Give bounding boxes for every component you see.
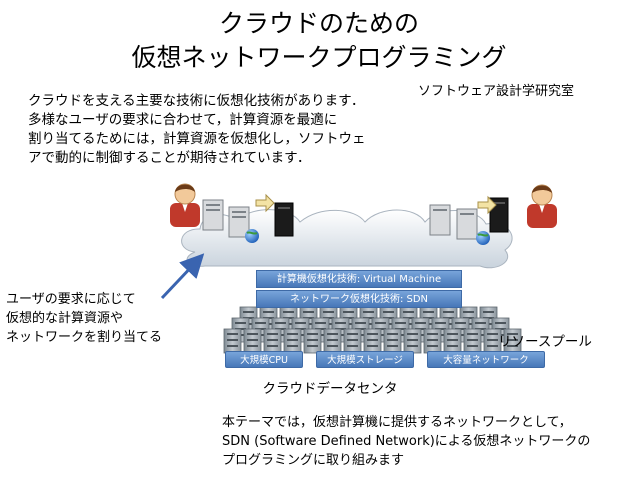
rack-server-icon (223, 306, 522, 354)
rack-slot (375, 322, 386, 324)
rack-slot (267, 339, 278, 341)
rack-slot (367, 333, 378, 335)
rack-slot (383, 311, 394, 313)
rack-slot (263, 311, 274, 313)
rack-slot (307, 333, 318, 335)
rack-slot (367, 339, 378, 341)
rack-slot (507, 339, 518, 341)
rack-slot (227, 339, 238, 341)
datacenter-label: クラウドデータセンタ (262, 381, 398, 397)
rack-slot (303, 311, 314, 313)
user-icon (170, 183, 200, 227)
rack-slot (247, 333, 258, 335)
user-icon (527, 184, 557, 228)
rack-slot (347, 339, 358, 341)
rack-slot (327, 345, 338, 347)
rack-slot (447, 333, 458, 335)
rack-slot (267, 333, 278, 335)
rack-slot (387, 339, 398, 341)
rack-slot (475, 322, 486, 324)
rack-slot (447, 339, 458, 341)
allocation-arrow (160, 253, 205, 300)
arrow-icon (255, 193, 275, 213)
rack-slot (227, 333, 238, 335)
rack-slot (355, 322, 366, 324)
rack-slot (395, 322, 406, 324)
rack-slot (447, 345, 458, 347)
cap-cpu: 大規模CPU (225, 351, 303, 368)
rack-slot (415, 322, 426, 324)
rack-slot (487, 339, 498, 341)
rack-slot (307, 339, 318, 341)
title-line-1: クラウドのための (218, 9, 419, 38)
rack-slot (255, 322, 266, 324)
rack-slot (427, 339, 438, 341)
rack-slot (507, 333, 518, 335)
rack-slot (463, 311, 474, 313)
resource-pool-label: リソースプール (498, 334, 592, 350)
intro-text: クラウドを支える主要な技術に仮想化技術があります． 多様なユーザの要求に合わせて… (28, 93, 366, 166)
rack-slot (347, 333, 358, 335)
rack-slot (427, 333, 438, 335)
conclusion-text: 本テーマでは，仮想計算機に提供するネットワークとして， SDN (Softwar… (222, 415, 591, 468)
globe-icon (245, 229, 259, 243)
rack-slot (323, 311, 334, 313)
rack-slot (407, 339, 418, 341)
rack-slot (283, 311, 294, 313)
rack-slot (287, 333, 298, 335)
layer-vm: 計算機仮想化技術: Virtual Machine (256, 270, 462, 288)
rack-slot (443, 311, 454, 313)
server-icon (202, 199, 294, 238)
rack-slot (307, 345, 318, 347)
rack-slot (467, 339, 478, 341)
rack-slot (487, 333, 498, 335)
rack-slot (363, 311, 374, 313)
rack-slot (423, 311, 434, 313)
side-note: ユーザの要求に応じて 仮想的な計算資源や ネットワークを割り当てる (6, 292, 163, 345)
rack-slot (235, 322, 246, 324)
rack-slot (487, 345, 498, 347)
rack-slot (267, 345, 278, 347)
rack-slot (343, 311, 354, 313)
lab-name: ソフトウェア設計学研究室 (418, 84, 575, 99)
rack-slot (327, 339, 338, 341)
rack-slot (287, 339, 298, 341)
globe-icon (476, 231, 490, 245)
rack-slot (495, 322, 506, 324)
rack-slot (347, 345, 358, 347)
rack-slot (327, 333, 338, 335)
rack-slot (335, 322, 346, 324)
rack-slot (387, 345, 398, 347)
rack-slot (467, 333, 478, 335)
rack-slot (315, 322, 326, 324)
rack-slot (435, 322, 446, 324)
rack-slot (407, 333, 418, 335)
rack-slot (367, 345, 378, 347)
rack-slot (483, 311, 494, 313)
cap-storage: 大規模ストレージ (316, 351, 414, 368)
rack-slot (243, 311, 254, 313)
rack-slot (467, 345, 478, 347)
rack-slot (287, 345, 298, 347)
layer-sdn: ネットワーク仮想化技術: SDN (256, 290, 462, 308)
rack-slot (227, 345, 238, 347)
cap-network: 大容量ネットワーク (427, 351, 545, 368)
rack-slot (403, 311, 414, 313)
rack-slot (275, 322, 286, 324)
title-line-2: 仮想ネットワークプログラミング (131, 43, 507, 72)
rack-slot (507, 345, 518, 347)
rack-slot (407, 345, 418, 347)
rack-slot (455, 322, 466, 324)
rack-slot (295, 322, 306, 324)
rack-slot (387, 333, 398, 335)
arrow-icon (477, 195, 497, 215)
rack-slot (427, 345, 438, 347)
rack-slot (247, 339, 258, 341)
rack-slot (247, 345, 258, 347)
